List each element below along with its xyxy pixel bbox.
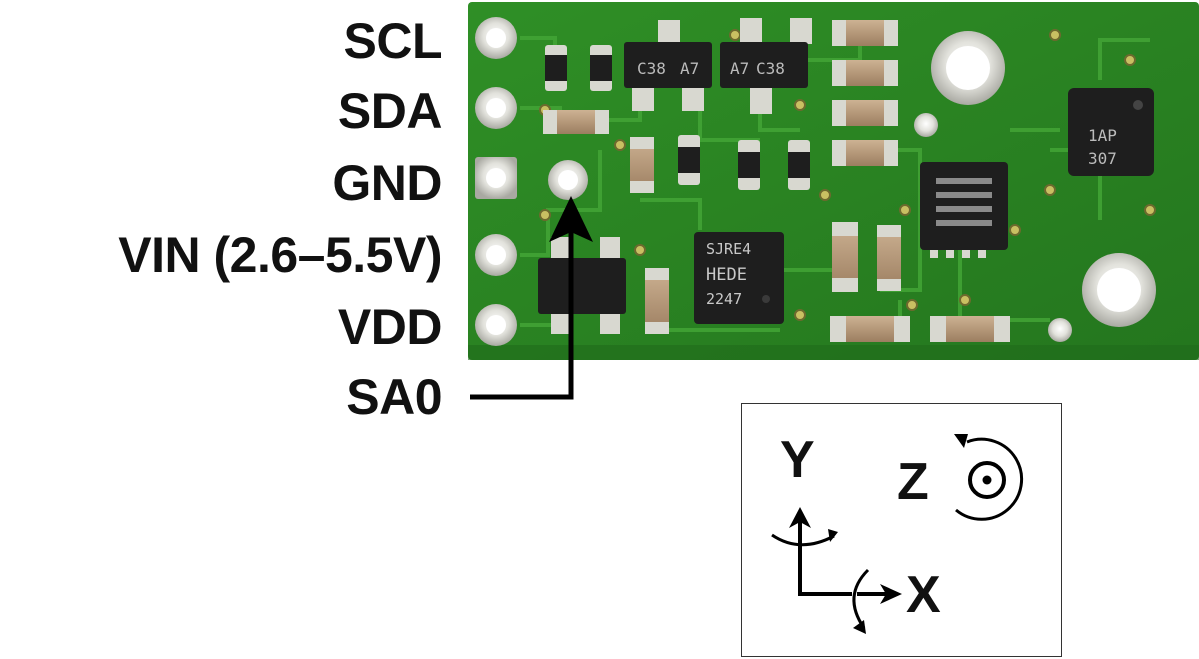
- header-pads: [475, 17, 588, 346]
- svg-text:A7: A7: [680, 59, 699, 78]
- regulator-chip: [538, 237, 626, 334]
- pin-label-vin: VIN (2.6–5.5V): [118, 227, 442, 283]
- svg-text:C38: C38: [756, 59, 785, 78]
- z-rotation-arc: [955, 437, 1024, 521]
- pin-label-sda: SDA: [337, 83, 443, 139]
- svg-text:A7: A7: [730, 59, 749, 78]
- svg-text:1AP: 1AP: [1088, 126, 1117, 145]
- sensor-ic-right: 1AP 307: [1068, 88, 1154, 176]
- transistor-2: A7 C38: [720, 18, 812, 114]
- svg-text:307: 307: [1088, 149, 1117, 168]
- mounting-holes: [914, 31, 1156, 342]
- pin-label-scl: SCL: [343, 13, 443, 69]
- axis-label-y: Y: [780, 431, 815, 489]
- axis-label-z: Z: [897, 453, 929, 511]
- sensor-board-photo: C38 A7 A7 C38 SJRE4 HEDE 2247 1AP 307: [468, 2, 1199, 400]
- x-arrow-head: [880, 584, 902, 604]
- axis-lines: [798, 514, 852, 596]
- pin-label-sa0: SA0: [346, 369, 442, 425]
- sensor-ic-secondary: [920, 162, 1008, 258]
- axis-label-x: X: [906, 566, 941, 624]
- transistor-1: C38 A7: [624, 20, 712, 111]
- axes-legend-drawing: [771, 434, 1024, 634]
- svg-text:2247: 2247: [706, 290, 742, 308]
- x-rotation-arc: [852, 568, 870, 629]
- capacitors: [543, 20, 1010, 342]
- z-axis-symbol: [968, 461, 1006, 499]
- svg-text:HEDE: HEDE: [706, 265, 747, 285]
- pin-label-gnd: GND: [332, 155, 442, 211]
- sa0-pointer-arrow: [470, 196, 593, 400]
- pin-label-vdd: VDD: [337, 299, 443, 355]
- y-rotation-arc: [771, 533, 835, 547]
- axes-legend-box: Y Z X: [741, 403, 1062, 657]
- svg-text:SJRE4: SJRE4: [706, 240, 751, 258]
- small-resistors: [545, 45, 810, 190]
- svg-text:C38: C38: [637, 59, 666, 78]
- sensor-ic-main: SJRE4 HEDE 2247: [694, 232, 784, 324]
- y-arrow-head: [789, 507, 811, 528]
